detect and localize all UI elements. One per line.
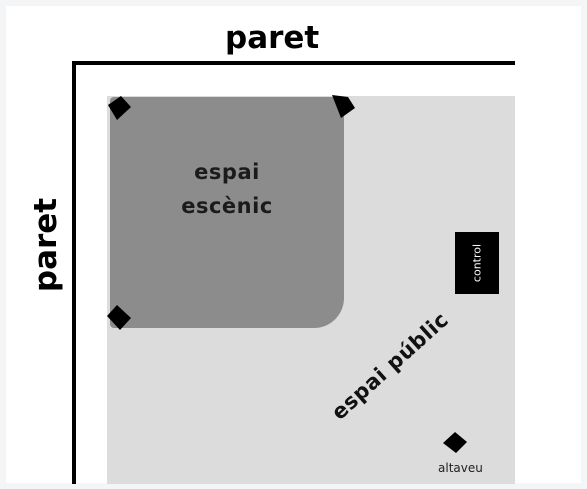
control-label: control — [470, 243, 484, 283]
wall-label-left: paret — [28, 197, 64, 293]
speaker-icon — [105, 94, 133, 122]
stage-label-line1: espai — [194, 160, 260, 184]
speaker-icon-shape — [107, 305, 131, 330]
speaker-icon-shape — [443, 432, 467, 453]
control-booth — [455, 232, 499, 294]
speaker-icon — [440, 429, 468, 457]
speaker-icon-shape — [332, 95, 355, 118]
wall-label-top: paret — [225, 20, 320, 56]
speaker-icon-shape — [108, 96, 131, 120]
speaker-label: altaveu — [438, 461, 483, 475]
speaker-icon — [104, 303, 132, 331]
stage-label: espai escènic — [110, 155, 344, 223]
stage-label-line2: escènic — [181, 194, 273, 218]
stage-area — [110, 97, 344, 328]
wall-left — [72, 61, 76, 484]
speaker-icon — [328, 92, 356, 120]
wall-top — [74, 61, 515, 65]
